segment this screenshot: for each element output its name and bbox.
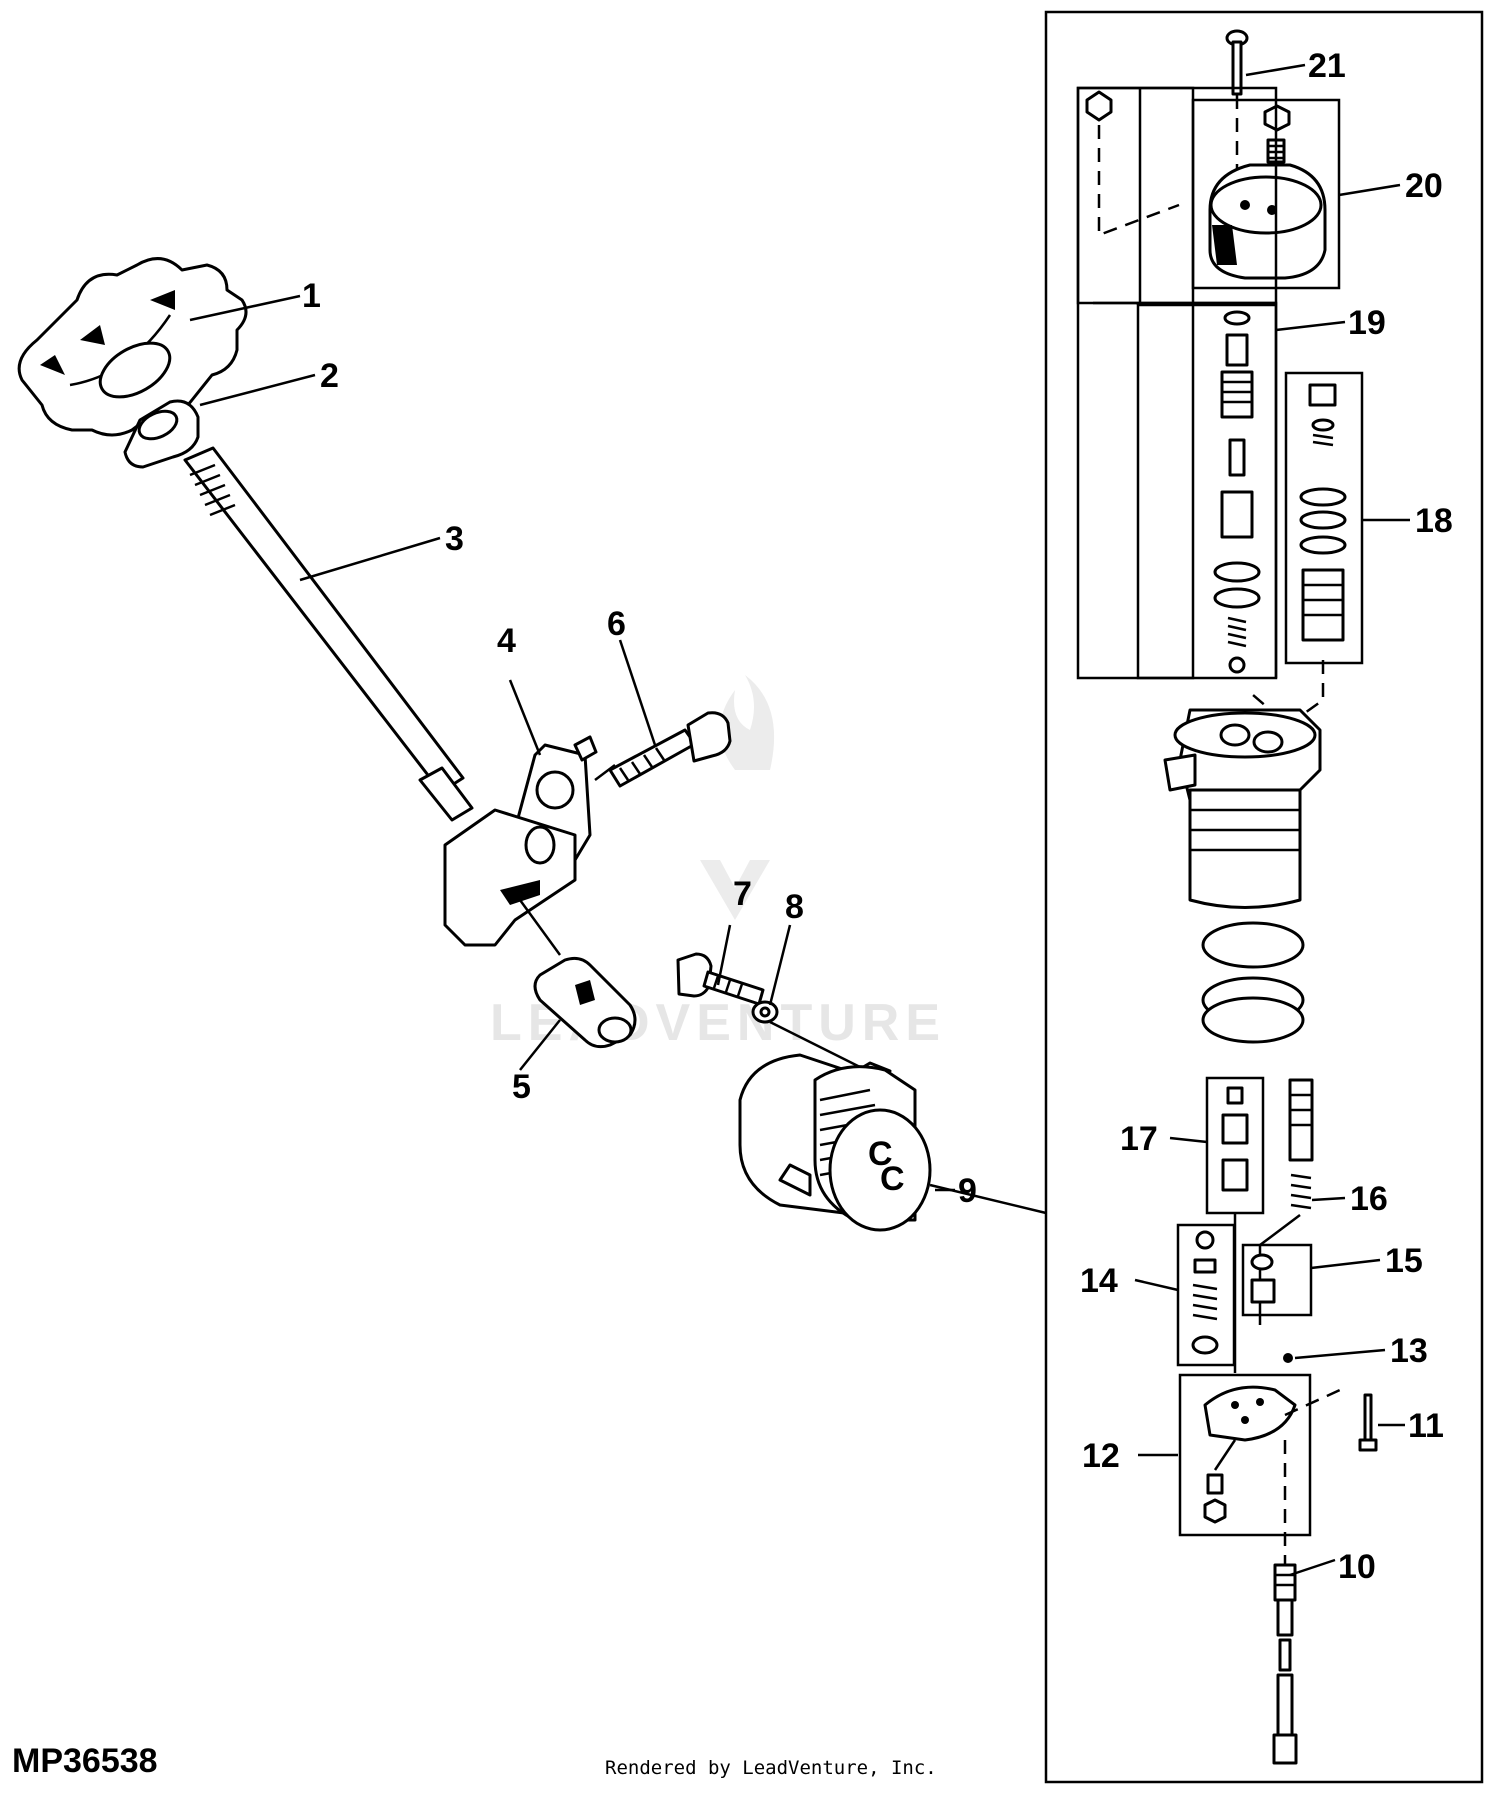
part-8-washer [751,1000,779,1024]
callout-18: 18 [1415,502,1453,540]
box-12 [1178,1373,1312,1537]
part-9-valve-body: C C [738,1020,1047,1232]
o-ring-lower [1201,996,1305,1044]
callout-1: 1 [302,277,321,315]
callout-13: 13 [1390,1332,1428,1370]
callout-10: 10 [1338,1548,1376,1586]
callout-2: 2 [320,357,339,395]
part-11-screw [1358,1393,1378,1452]
box-19-outline [1138,88,1278,678]
o-ring-upper [1201,921,1305,969]
render-credit: Rendered by LeadVenture, Inc. [605,1757,937,1779]
callout-4: 4 [497,622,516,660]
part-3-shaft [183,446,474,822]
part-18-side-valve [1299,383,1347,642]
callout-6: 6 [607,605,626,643]
part-7-bolt [676,952,765,1006]
part-15-seat [1250,1253,1276,1304]
diagram-code: MP36538 [12,1742,158,1780]
part-14-relief-valve [1191,1230,1219,1355]
part-13-ball [1283,1353,1293,1363]
part-6-bolt [594,711,732,788]
box-19 [1076,86,1195,680]
box-14 [1176,1223,1236,1367]
svg-text:C: C [868,1135,893,1173]
part-12-plate [1203,1385,1341,1524]
callout-labels: 1 2 3 4 5 6 7 8 9 10 11 12 13 14 15 16 1… [302,47,1453,1586]
box-19-inner [1136,303,1278,680]
callout-7: 7 [733,875,752,913]
assembly-frame [1044,10,1484,1784]
callout-8: 8 [785,888,804,926]
callout-17: 17 [1120,1120,1158,1158]
valve-housing [1163,708,1322,909]
callout-11: 11 [1408,1407,1444,1445]
callout-3: 3 [445,520,464,558]
part-4-bracket [443,735,598,947]
part-2-bushing [123,399,200,469]
callout-12: 12 [1082,1437,1120,1475]
callout-21: 21 [1308,47,1346,85]
callout-5: 5 [512,1068,531,1106]
part-19-valve-stack [1085,90,1261,674]
part-10-spool [1272,1440,1298,1765]
part-5-coupler [518,899,637,1049]
part-1-knob [17,257,248,437]
callout-16: 16 [1350,1180,1388,1218]
svg-text:C: C [880,1160,905,1198]
callout-9: 9 [958,1172,977,1210]
part-20-cap [1208,104,1327,280]
callout-19: 19 [1348,304,1386,342]
leader-lines [189,63,1410,1577]
callout-14: 14 [1080,1262,1118,1300]
callout-15: 15 [1385,1242,1423,1280]
callout-20: 20 [1405,167,1443,205]
box-15 [1241,1243,1313,1317]
part-21-screw [1225,29,1249,96]
